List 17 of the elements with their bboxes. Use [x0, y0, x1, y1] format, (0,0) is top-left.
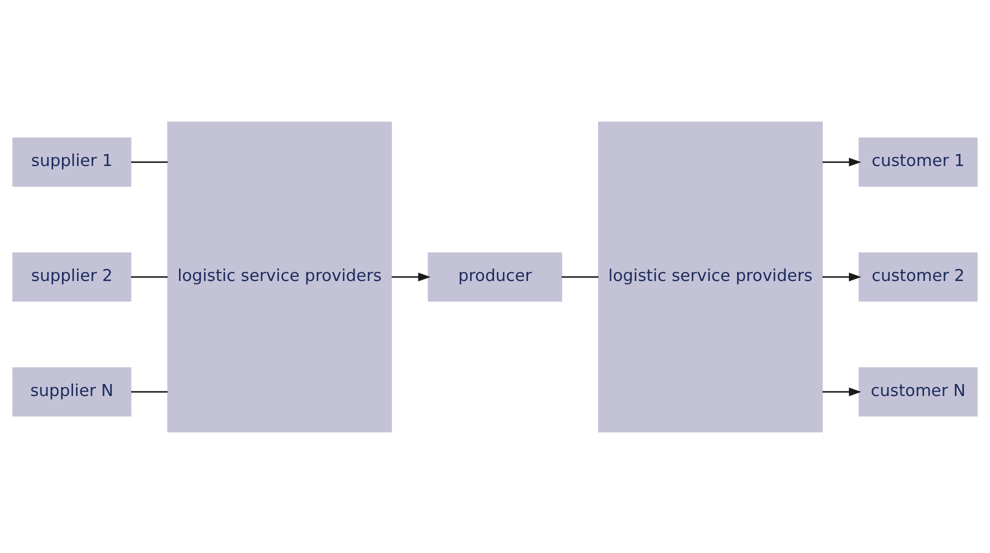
node-box: supplier 1: [12, 137, 132, 186]
connector: [131, 276, 168, 278]
arrow: [392, 272, 431, 281]
node-box: supplier 2: [12, 252, 132, 302]
arrow: [822, 272, 862, 281]
connector: [562, 276, 598, 278]
node-box: customer N: [858, 366, 978, 416]
node-box: supplier N: [12, 366, 132, 416]
node-box: customer 1: [858, 137, 978, 186]
arrow: [822, 387, 862, 396]
node-box: customer 2: [858, 252, 978, 302]
connector: [131, 390, 168, 392]
node-box: producer: [428, 252, 562, 302]
node-box: logistic service providers: [598, 121, 823, 432]
node-box: logistic service providers: [167, 121, 392, 432]
arrow: [822, 157, 862, 166]
connector: [131, 160, 168, 162]
